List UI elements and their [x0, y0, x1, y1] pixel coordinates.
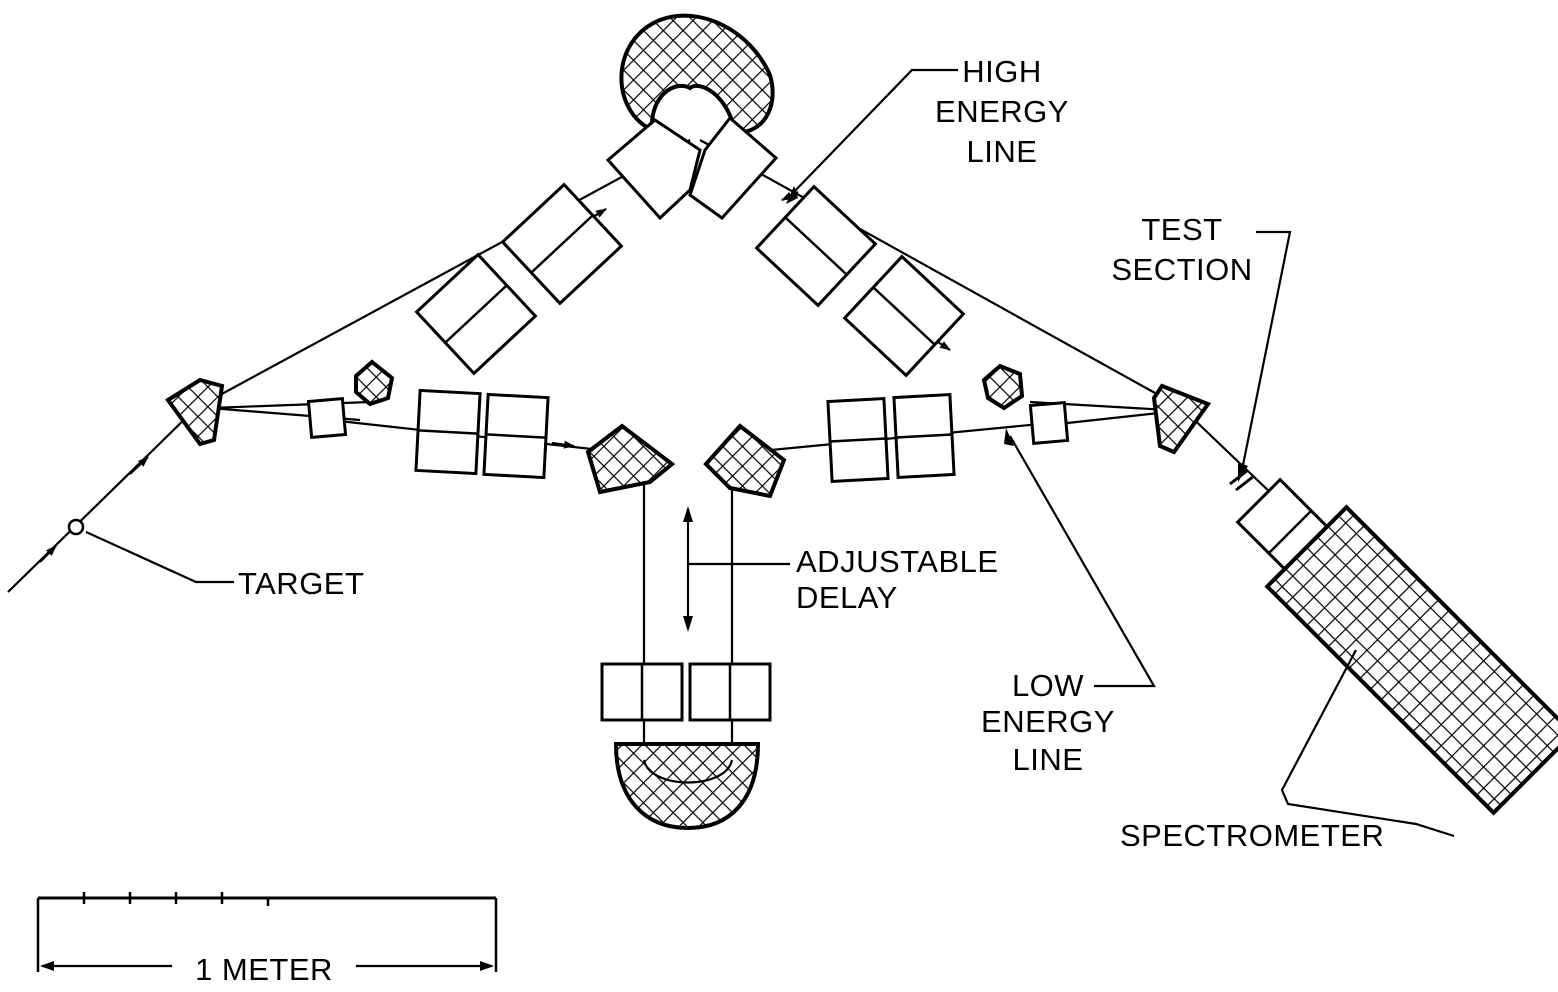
high-energy-beam-right — [699, 139, 1183, 409]
quad-low-right-2 — [892, 393, 956, 479]
spectrometer-detector — [1264, 504, 1558, 816]
label-high-energy-line-1: HIGH — [962, 54, 1042, 89]
incoming-beam — [7, 407, 197, 593]
quad-low-left-1 — [414, 388, 482, 476]
label-spectrometer: SPECTROMETER — [1120, 818, 1384, 853]
label-low-energy-line-3: LINE — [1013, 742, 1084, 777]
entry-bend-magnet — [165, 377, 225, 447]
right-splitter-magnet — [981, 363, 1025, 411]
low-energy-line-left — [306, 388, 550, 480]
top-dipole-right — [688, 115, 779, 221]
arrow-incoming-b — [129, 456, 149, 475]
label-adjustable-delay-2: DELAY — [796, 580, 898, 615]
high-energy-beam-left — [195, 139, 691, 409]
label-low-energy-line-2: ENERGY — [981, 704, 1115, 739]
label-test-section-1: TEST — [1141, 212, 1222, 247]
small-quad-right — [1028, 400, 1070, 446]
top-dipole-left — [605, 118, 702, 221]
label-test-section: TEST SECTION — [1111, 212, 1252, 287]
label-adjustable-delay: ADJUSTABLE DELAY — [796, 544, 999, 615]
quad-low-left-2 — [482, 392, 550, 480]
label-high-energy-line-3: LINE — [967, 134, 1038, 169]
delay-bend-left — [585, 423, 676, 495]
top-bend-magnet — [619, 13, 775, 135]
top-dipole-pair — [605, 115, 779, 221]
delay-return-magnet — [613, 742, 761, 831]
arrow-incoming-a — [39, 545, 57, 563]
label-low-energy-line: LOW ENERGY LINE — [981, 668, 1115, 777]
scale-bar — [36, 892, 498, 972]
delay-adjust-arrow — [683, 506, 693, 632]
quad-low-right-1 — [826, 397, 890, 483]
delay-quads — [600, 662, 772, 722]
arrow-low-left — [551, 440, 575, 449]
label-low-energy-line-1: LOW — [1012, 668, 1084, 703]
small-quad-left — [306, 396, 348, 440]
high-energy-quads-left — [414, 182, 624, 376]
left-splitter-magnet — [354, 359, 395, 407]
low-energy-beam-left-b — [209, 400, 371, 410]
high-energy-quads-right — [754, 184, 966, 378]
target-icon — [67, 518, 85, 536]
label-high-energy-line: HIGH ENERGY LINE — [935, 54, 1069, 169]
label-high-energy-line-2: ENERGY — [935, 94, 1069, 129]
exit-bend-magnet — [1151, 383, 1212, 455]
label-adjustable-delay-1: ADJUSTABLE — [796, 544, 999, 579]
low-energy-line-right — [826, 393, 1070, 483]
leader-lines — [85, 68, 1455, 838]
low-energy-beam-right — [739, 422, 1041, 455]
label-target: TARGET — [238, 566, 364, 601]
label-scale-bar: 1 METER — [195, 952, 333, 987]
label-test-section-2: SECTION — [1111, 252, 1252, 287]
delay-bend-right — [703, 423, 787, 499]
